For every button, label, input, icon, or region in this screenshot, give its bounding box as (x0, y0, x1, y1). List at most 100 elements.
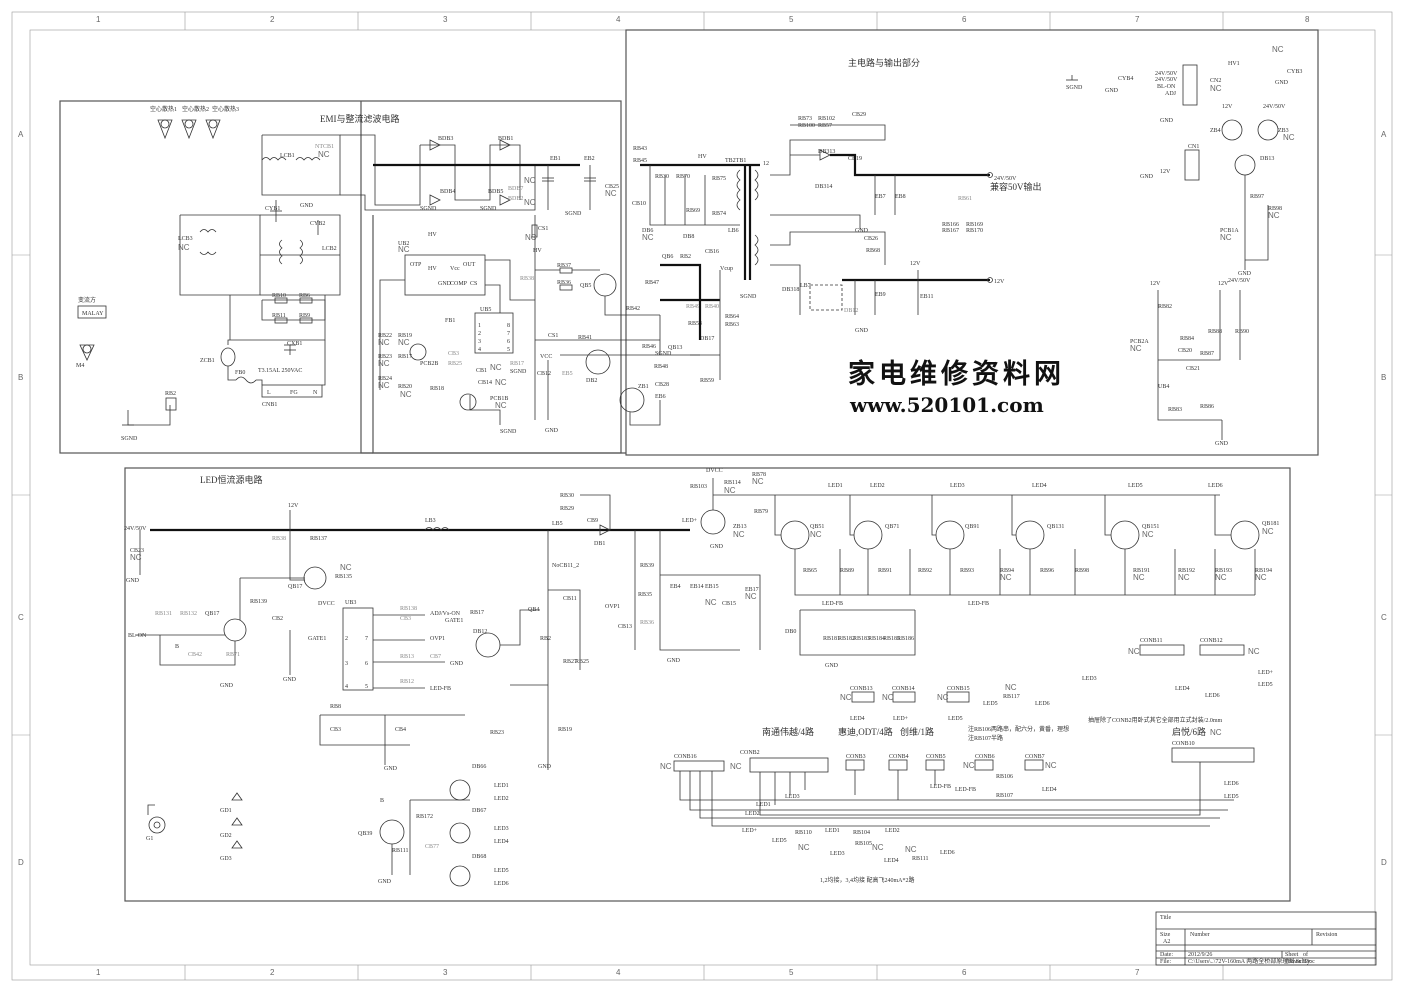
lcb3-choke: LCB3 NC (178, 229, 217, 255)
svg-text:LED+: LED+ (893, 716, 909, 722)
svg-text:NC: NC (1000, 573, 1012, 582)
svg-text:RB88: RB88 (1208, 329, 1222, 335)
svg-text:RB39: RB39 (640, 563, 654, 569)
svg-text:4: 4 (478, 347, 481, 353)
svg-text:UB2: UB2 (398, 241, 409, 247)
svg-text:RB27: RB27 (563, 659, 577, 665)
led-plus-stage: LB5 RB30 RB29 CB9 DB1 LED+ DVCC RB103 RB… (552, 468, 768, 664)
conb11-connector: CONB11 NC LED3 LED4 (1082, 638, 1190, 692)
channel-led-labels: LED1 LED2 LED3 LED4 LED5 LED6 (828, 483, 1223, 489)
svg-text:LB7: LB7 (800, 283, 811, 289)
svg-text:GND: GND (1238, 271, 1252, 277)
svg-text:空心散热2: 空心散热2 (182, 105, 209, 113)
svg-text:NC: NC (1272, 45, 1284, 54)
svg-text:12: 12 (763, 161, 769, 167)
svg-text:RB37: RB37 (557, 263, 571, 269)
svg-text:RB91: RB91 (878, 568, 892, 574)
output-12v-network: CB26 RB68 LB7 DB318 DB12 EB9 EB11 12V GN… (782, 236, 933, 334)
svg-text:4: 4 (616, 968, 621, 977)
svg-text:LED6: LED6 (494, 881, 509, 887)
svg-text:Date:: Date: (1160, 952, 1173, 958)
conb3-connector: CONB3 (845, 754, 866, 771)
svg-text:RB107: RB107 (996, 793, 1013, 799)
svg-text:CS1: CS1 (538, 226, 548, 232)
svg-text:RB47: RB47 (645, 280, 659, 286)
svg-text:1: 1 (478, 323, 481, 329)
svg-text:RB17: RB17 (510, 361, 524, 367)
indicator-led-block: QB39 B RB172 RB111 CB77 GND DB66 DB67 DB… (358, 764, 509, 887)
svg-text:RB193: RB193 (1215, 568, 1232, 574)
title-block: Title Size A2 Number Revision Date: 2012… (1155, 911, 1377, 966)
svg-text:EB5: EB5 (562, 371, 573, 377)
svg-text:8: 8 (507, 323, 510, 329)
svg-text:LED3: LED3 (830, 851, 845, 857)
svg-text:Size: Size (1160, 932, 1171, 938)
svg-text:CB3: CB3 (448, 351, 459, 357)
svg-text:CB28: CB28 (655, 382, 669, 388)
svg-text:RB53: RB53 (688, 321, 702, 327)
svg-text:D: D (1381, 858, 1387, 867)
svg-text:QB17: QB17 (205, 611, 219, 617)
svg-text:HV: HV (698, 154, 707, 160)
svg-text:LED-FB: LED-FB (930, 784, 951, 790)
svg-text:1: 1 (96, 968, 101, 977)
svg-text:NC: NC (733, 530, 745, 539)
svg-text:BDB7: BDB7 (508, 186, 523, 192)
svg-text:DB66: DB66 (472, 764, 486, 770)
svg-text:2: 2 (270, 15, 275, 24)
svg-text:DB12: DB12 (473, 629, 487, 635)
svg-text:CYB1: CYB1 (265, 206, 280, 212)
svg-text:12V: 12V (1150, 281, 1161, 287)
svg-text:QB5: QB5 (580, 283, 591, 289)
svg-text:NC: NC (963, 761, 975, 770)
svg-text:DB12: DB12 (844, 308, 858, 314)
svg-text:NC: NC (1005, 683, 1017, 692)
svg-text:GD2: GD2 (220, 833, 232, 839)
svg-text:LCB1: LCB1 (280, 153, 295, 159)
svg-text:EB7: EB7 (875, 194, 886, 200)
svg-text:CB9: CB9 (587, 518, 598, 524)
svg-text:CB14: CB14 (478, 380, 492, 386)
svg-text:12V: 12V (1218, 281, 1229, 287)
cn2-connector: 24V/50V 24V/50V BL-ON ADJ CN2 NC GND (1155, 64, 1222, 124)
svg-text:空心散热3: 空心散热3 (212, 105, 239, 113)
pcb2-optocoupler (409, 343, 427, 361)
conb12-connector: CONB12 NC LED+ LED5 LED6 (1199, 638, 1274, 699)
svg-text:File:: File: (1160, 959, 1171, 965)
hv1-label: HV1 NC CYB3 GND (1228, 45, 1302, 86)
svg-text:SGND: SGND (1066, 85, 1083, 91)
svg-text:QB151: QB151 (1142, 524, 1159, 530)
svg-text:RB86: RB86 (1200, 404, 1214, 410)
svg-text:RB83: RB83 (1168, 407, 1182, 413)
svg-text:NC: NC (378, 381, 390, 390)
svg-text:RB10: RB10 (272, 293, 286, 299)
svg-text:QB181: QB181 (1262, 521, 1279, 527)
svg-text:CONB16: CONB16 (674, 754, 697, 760)
svg-text:SGND: SGND (420, 206, 437, 212)
svg-text:ADJ: ADJ (1165, 91, 1177, 97)
svg-text:RB63: RB63 (725, 322, 739, 328)
svg-text:变流方: 变流方 (78, 296, 96, 304)
svg-text:A: A (18, 130, 24, 139)
conb14-connector: CONB14 NC LED+ (882, 686, 916, 722)
svg-text:HV1: HV1 (1228, 61, 1240, 67)
conb6-connector: CONB6 NC (963, 754, 995, 771)
svg-text:LED2: LED2 (870, 483, 885, 489)
svg-text:RB43: RB43 (633, 146, 647, 152)
svg-text:RB48: RB48 (654, 364, 668, 370)
ub2-ic: UB2 NC OTP OUT CS HV Vcc GND COMP HV (398, 232, 486, 296)
svg-text:UB3: UB3 (345, 600, 356, 606)
svg-text:NC: NC (1128, 647, 1140, 656)
svg-text:LED-FB: LED-FB (968, 601, 989, 607)
outer-frame (11, 11, 1393, 981)
svg-text:NC: NC (1268, 211, 1280, 220)
svg-text:GND: GND (384, 766, 398, 772)
svg-text:LED4: LED4 (1032, 483, 1047, 489)
svg-text:LED-FB: LED-FB (430, 686, 451, 692)
svg-text:RB9: RB9 (299, 313, 310, 319)
svg-text:RB170: RB170 (966, 228, 983, 234)
svg-text:RB75: RB75 (712, 176, 726, 182)
svg-text:SGND: SGND (655, 351, 672, 357)
